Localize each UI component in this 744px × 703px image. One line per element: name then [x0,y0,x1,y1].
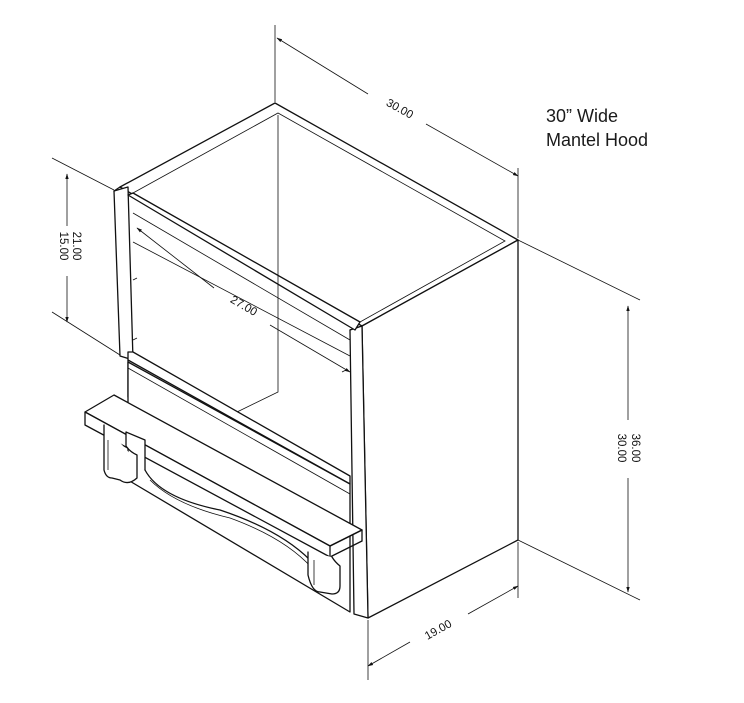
left-front-stile [113,186,134,361]
title-line-1: 30” Wide [546,106,619,126]
inner-back-corner [236,115,279,413]
left-corbel [103,424,146,484]
bottom-front-rail [127,351,351,485]
drawing-title: 30” Wide Mantel Hood [546,104,648,152]
dim-depth-top: 30.00 [384,97,415,121]
dim-side-depth: 19.00 [423,618,454,642]
top-rail [127,192,361,331]
dim-height-right-1: 30.00 [615,434,627,463]
dimension-lines [51,25,641,680]
mantel-shelf [84,394,363,595]
title-line-2: Mantel Hood [546,130,649,150]
right-corbel [307,551,341,595]
dim-height-left-2: 21.00 [70,232,82,261]
dim-height-left-1: 15.00 [57,232,69,261]
dim-inner-width: 27.00 [228,294,259,319]
dim-height-right-2: 36.00 [629,434,641,463]
arched-valance [144,469,331,561]
